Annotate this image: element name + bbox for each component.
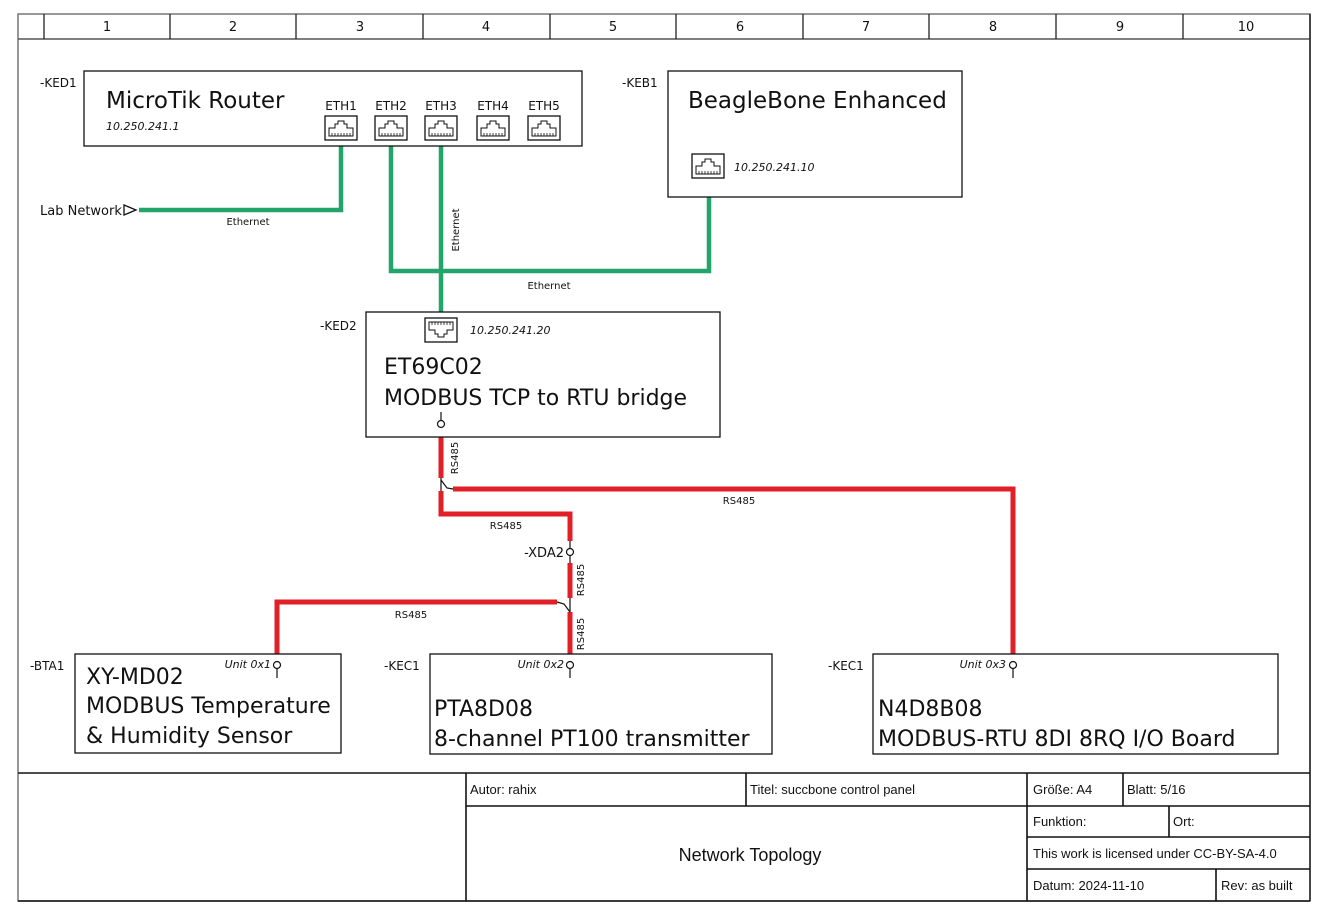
- rj45-port-icon[interactable]: [424, 317, 458, 343]
- device-ip: 10.250.241.10: [734, 161, 814, 174]
- device-description: MODBUS Temperature: [86, 694, 331, 719]
- terminal-icon: [565, 547, 575, 557]
- device-tag: -KEC1: [828, 659, 864, 673]
- modbus-unit: Unit 0x1: [225, 658, 271, 671]
- rj45-port-icon: [374, 115, 408, 141]
- column-label: 3: [356, 20, 364, 35]
- modbus-unit: Unit 0x3: [960, 658, 1006, 671]
- terminal-xda2[interactable]: -XDA2: [524, 541, 575, 563]
- port-eth4[interactable]: ETH4: [476, 99, 510, 141]
- device-description: 8-channel PT100 transmitter: [434, 727, 751, 752]
- device-model: N4D8B08: [878, 697, 982, 722]
- location-field: Ort:: [1173, 814, 1195, 829]
- device-description: MODBUS TCP to RTU bridge: [384, 386, 687, 411]
- sheet-frame: [17, 13, 1311, 902]
- rj45-port-icon: [324, 115, 358, 141]
- connector-pin-icon: [272, 660, 282, 670]
- connector-pin-icon: [1008, 660, 1018, 670]
- device-description: MODBUS-RTU 8DI 8RQ I/O Board: [878, 727, 1235, 752]
- wire-to-xda2[interactable]: [438, 491, 573, 541]
- device-beaglebone[interactable]: -KEB1 BeagleBone Enhanced 10.250.241.10: [622, 70, 963, 198]
- svg-text:ETH2: ETH2: [375, 99, 407, 113]
- connector-pin-icon: [436, 419, 446, 429]
- terminal-tag: -XDA2: [524, 546, 564, 561]
- size-field: Größe: A4: [1033, 782, 1092, 797]
- title-block: Autor: rahix Titel: succbone control pan…: [18, 772, 1310, 902]
- device-description: & Humidity Sensor: [86, 724, 293, 749]
- device-model: ET69C02: [384, 355, 483, 380]
- device-bridge[interactable]: -KED2 10.250.241.20 ET69C02 MODBUS TCP t…: [320, 311, 721, 438]
- port-eth5[interactable]: ETH5: [527, 99, 561, 141]
- column-label: 7: [862, 20, 870, 35]
- device-ip: 10.250.241.20: [470, 324, 550, 337]
- title-field: Titel: succbone control panel: [750, 782, 915, 797]
- device-model: XY-MD02: [86, 665, 184, 690]
- rs485-wires: [274, 436, 1016, 654]
- device-model: PTA8D08: [434, 697, 533, 722]
- port-eth3[interactable]: ETH3: [424, 99, 458, 141]
- ethernet-wires: [139, 140, 712, 318]
- wire-label: Ethernet: [527, 281, 570, 292]
- wire-label: RS485: [723, 496, 755, 507]
- wire-eth2-beaglebone[interactable]: [388, 140, 712, 274]
- license-field: This work is licensed under CC-BY-SA-4.0: [1033, 846, 1277, 861]
- svg-text:ETH5: ETH5: [528, 99, 560, 113]
- input-arrow-icon: [123, 204, 138, 216]
- connector-pin-icon: [565, 660, 575, 670]
- device-title: BeagleBone Enhanced: [688, 88, 947, 114]
- wire-lab-network-eth1[interactable]: [139, 140, 344, 213]
- modbus-unit: Unit 0x2: [518, 658, 564, 671]
- wire-label: Ethernet: [451, 208, 462, 251]
- column-label: 8: [989, 20, 997, 35]
- column-label: 6: [736, 20, 744, 35]
- column-label: 1: [103, 20, 111, 35]
- revision-field: Rev: as built: [1221, 878, 1293, 893]
- wire-label: RS485: [490, 521, 522, 532]
- column-labels: 1 2 3 4 5 6 7 8 9 10: [103, 20, 1254, 35]
- rj45-port-icon: [476, 115, 510, 141]
- svg-text:ETH3: ETH3: [425, 99, 457, 113]
- wire-label: RS485: [576, 564, 587, 596]
- rj45-port-icon: [424, 115, 458, 141]
- column-label: 9: [1116, 20, 1124, 35]
- wire-label: Ethernet: [226, 217, 269, 228]
- wire-label: RS485: [450, 442, 461, 474]
- device-router[interactable]: -KED1 MicroTik Router 10.250.241.1 ETH1 …: [40, 70, 583, 147]
- port-eth2[interactable]: ETH2: [374, 99, 408, 141]
- rj45-port-icon[interactable]: [691, 153, 725, 179]
- svg-text:ETH1: ETH1: [325, 99, 357, 113]
- device-title: MicroTik Router: [106, 88, 285, 114]
- drawing-name: Network Topology: [679, 845, 822, 865]
- column-label: 2: [229, 20, 237, 35]
- column-label: 10: [1238, 20, 1255, 35]
- date-field: Datum: 2024-11-10: [1033, 878, 1144, 893]
- lab-network-label: Lab Network: [40, 204, 122, 219]
- device-tag: -BTA1: [30, 659, 64, 673]
- port-eth1[interactable]: ETH1: [324, 99, 358, 141]
- device-ioboard[interactable]: -KEC1 Unit 0x3 N4D8B08 MODBUS-RTU 8DI 8R…: [828, 653, 1279, 755]
- router-ports: ETH1 ETH2 ETH3 ETH4 ETH5: [324, 99, 561, 141]
- ethernet-labels: Ethernet Ethernet Ethernet: [226, 208, 570, 292]
- author-field: Autor: rahix: [470, 782, 537, 797]
- device-sensor[interactable]: -BTA1 Unit 0x1 XY-MD02 MODBUS Temperatur…: [30, 653, 342, 754]
- wire-label: RS485: [576, 618, 587, 650]
- wire-to-sensor[interactable]: [274, 599, 557, 654]
- wire-to-ioboard[interactable]: [453, 486, 1016, 654]
- wire-label: RS485: [395, 610, 427, 621]
- function-field: Funktion:: [1033, 814, 1086, 829]
- device-tag: -KED1: [40, 76, 77, 90]
- device-transmitter[interactable]: -KEC1 Unit 0x2 PTA8D08 8-channel PT100 t…: [384, 653, 773, 755]
- device-tag: -KED2: [320, 319, 357, 333]
- device-ip: 10.250.241.1: [106, 120, 179, 133]
- svg-text:ETH4: ETH4: [477, 99, 509, 113]
- device-tag: -KEC1: [384, 659, 420, 673]
- lab-network-port: Lab Network: [40, 204, 138, 219]
- column-label: 5: [609, 20, 617, 35]
- column-label: 4: [482, 20, 490, 35]
- device-tag: -KEB1: [622, 76, 658, 90]
- rj45-port-icon: [527, 115, 561, 141]
- rs485-labels: RS485 RS485 RS485 RS485 RS485 RS485: [395, 442, 755, 650]
- sheet-field: Blatt: 5/16: [1127, 782, 1186, 797]
